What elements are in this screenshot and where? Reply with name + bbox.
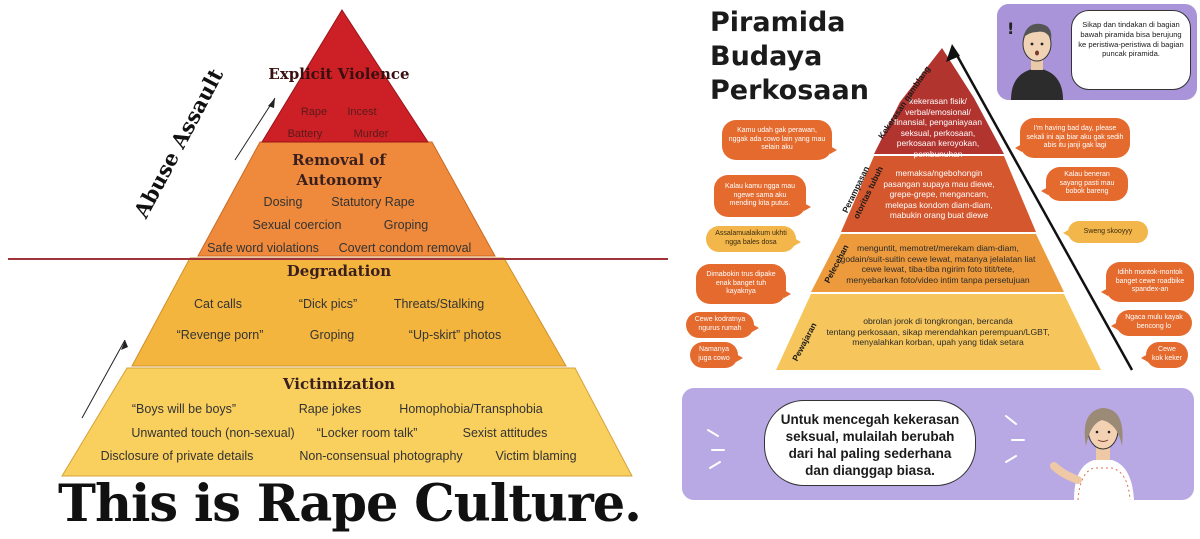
tier1-line: pembunuhan: [913, 148, 963, 159]
right-title-line3: Perkosaan: [710, 75, 869, 106]
victimization-band: [61, 367, 633, 477]
tier4: [776, 294, 1101, 370]
victimization-title: Victimization: [282, 375, 396, 393]
footer-title: This is Rape Culture.: [58, 474, 642, 534]
explicit-item-rape: Rape: [300, 106, 328, 118]
svg-text:!: !: [1007, 19, 1014, 38]
autonomy-item-condom: Covert condom removal: [338, 241, 472, 255]
lower-arrow: [81, 339, 126, 419]
tier2: [841, 156, 1036, 232]
tier2-line: melepas kondom diam-diam,: [885, 199, 993, 210]
degradation-item-revenge: “Revenge porn”: [176, 328, 264, 342]
man-illustration-icon: !: [997, 4, 1077, 100]
tier4-text: obrolan jorok di tongkrongan, bercanda t…: [826, 316, 1049, 348]
bottom-card-speech: Untuk mencegah kekerasan seksual, mulail…: [764, 400, 976, 486]
victim-item-photography: Non-consensual photography: [299, 449, 463, 463]
victim-item-blaming: Victim blaming: [495, 449, 577, 463]
tier2-line: mabukin orang buat diewe: [889, 210, 989, 220]
right-title-line2: Budaya: [710, 41, 823, 72]
degradation-item-upskirt: “Up-skirt” photos: [408, 328, 502, 342]
tier3-line: menguntit, memotret/merekam diam-diam,: [857, 243, 1019, 253]
left-pyramid-graphic: [8, 9, 668, 477]
degradation-title: Degradation: [286, 262, 392, 280]
bubble-left-5: Cewe kodratnya ngurus rumah: [686, 312, 759, 338]
victim-item-boys: “Boys will be boys”: [131, 402, 237, 416]
explicit-title-1: Explicit Violence: [268, 65, 410, 83]
victim-item-disclosure: Disclosure of private details: [100, 449, 254, 463]
escalation-arrow-head: [946, 44, 960, 62]
victim-item-sexist: Sexist attitudes: [462, 426, 548, 440]
bottom-info-card: Untuk mencegah kekerasan seksual, mulail…: [682, 388, 1194, 500]
autonomy-item-dosing: Dosing: [263, 195, 303, 209]
degradation-item-threats: Threats/Stalking: [393, 297, 485, 311]
tier2-line: pasangan supaya mau diewe,: [883, 178, 995, 189]
bubble-left-2: Kalau kamu ngga mau ngewe sama aku mendi…: [714, 175, 811, 217]
tier3-line: cewe lewat, tiba-tiba ngirim foto titit/…: [861, 264, 1015, 274]
escalation-arrow: [952, 49, 1134, 371]
explicit-band: [261, 9, 429, 143]
explicit-item-battery: Battery: [287, 128, 323, 140]
autonomy-title-line1: Removal of: [292, 151, 386, 169]
autonomy-item-coercion: Sexual coercion: [252, 218, 342, 232]
right-pyramid-graphic: [776, 44, 1134, 371]
tier1-line: finansial, penganiayaan: [893, 117, 983, 127]
bubble-right-5: Ngaca mulu kayak bencong lo: [1111, 310, 1192, 336]
bubble-right-6: Cewe kok keker: [1141, 342, 1188, 368]
victim-item-unwanted: Unwanted touch (non-sexual): [131, 426, 295, 440]
tier4-line: menyalahkan korban, upah yang tidak seta…: [852, 337, 1024, 347]
tier1: [874, 48, 1004, 154]
bubble-right-4: Idihh montok-montok banget cewe roadbike…: [1101, 262, 1194, 302]
bubble-left-1: Kamu udah gak perawan, nggak ada cowo la…: [722, 120, 837, 160]
woman-illustration-icon: [707, 408, 1134, 500]
tier4-line: obrolan jorok di tongkrongan, bercanda: [863, 316, 1013, 326]
autonomy-item-safeword: Safe word violations: [207, 241, 319, 255]
tier1-line: kekerasan fisik/: [909, 96, 967, 106]
left-infographic: Explicit Violence Rape Incest Battery Mu…: [8, 9, 668, 534]
tier3-text: menguntit, memotret/merekam diam-diam, g…: [841, 243, 1036, 285]
bubble-left-6: Namanya juga cowo: [690, 342, 743, 368]
bubble-right-2: Kalau beneran sayang pasti mau bobok bar…: [1041, 167, 1128, 201]
tier2-line: grepe-grepe, mengancam,: [889, 189, 989, 199]
victim-item-homophobia: Homophobia/Transphobia: [399, 402, 543, 416]
top-info-card: ! Sikap dan tindakan di bagian bawah pir…: [997, 4, 1197, 100]
right-title-line1: Piramida: [710, 7, 846, 38]
bubble-right-1: I'm having bad day, please sekali ini aj…: [1015, 118, 1130, 158]
tier3-line: menyebarkan foto/video intim tanpa perse…: [846, 274, 1030, 285]
upper-arrow-head: [268, 98, 275, 108]
tier1-text: kekerasan fisik/ verbal/emosional/ finan…: [894, 96, 982, 159]
tier3: [811, 234, 1064, 292]
lower-arrow-head: [121, 340, 128, 350]
tier2-line: memaksa/ngebohongin: [895, 168, 983, 178]
right-infographic: Piramida Budaya Perkosaan kekerasan fisi…: [676, 0, 1200, 539]
tier3-line: godain/suit-suitin cewe lewat, matanya j…: [840, 253, 1036, 264]
degradation-item-catcalls: Cat calls: [194, 297, 242, 311]
explicit-item-incest: Incest: [347, 106, 377, 118]
explicit-item-murder: Murder: [353, 128, 389, 140]
bubble-right-3: Sweng skooyyy: [1063, 221, 1148, 243]
degradation-item-dickpics: “Dick pics”: [298, 297, 358, 311]
tier1-line: perkosaan keroyokan,: [896, 138, 980, 148]
upper-arrow: [234, 97, 276, 161]
tier4-line: tentang perkosaan, sikap merendahkan per…: [826, 326, 1050, 337]
bubble-left-4: Dimabokin trus dipake enak banget tuh ka…: [696, 264, 791, 304]
victim-item-locker: “Locker room talk”: [316, 426, 418, 440]
top-card-speech: Sikap dan tindakan di bagian bawah piram…: [1071, 10, 1191, 90]
autonomy-title-line2: Autonomy: [296, 171, 382, 189]
tier2-text: memaksa/ngebohongin pasangan supaya mau …: [883, 168, 994, 221]
autonomy-item-statutory: Statutory Rape: [331, 195, 415, 209]
bubble-left-3: Assalamualaikum ukhti ngga bales dosa: [706, 226, 801, 252]
tier1-line: verbal/emosional/: [905, 106, 971, 117]
autonomy-item-groping: Groping: [383, 218, 429, 232]
victim-item-jokes: Rape jokes: [298, 402, 362, 416]
degradation-item-groping: Groping: [309, 328, 355, 342]
tier1-line: seksual, perkosaan,: [900, 127, 976, 138]
